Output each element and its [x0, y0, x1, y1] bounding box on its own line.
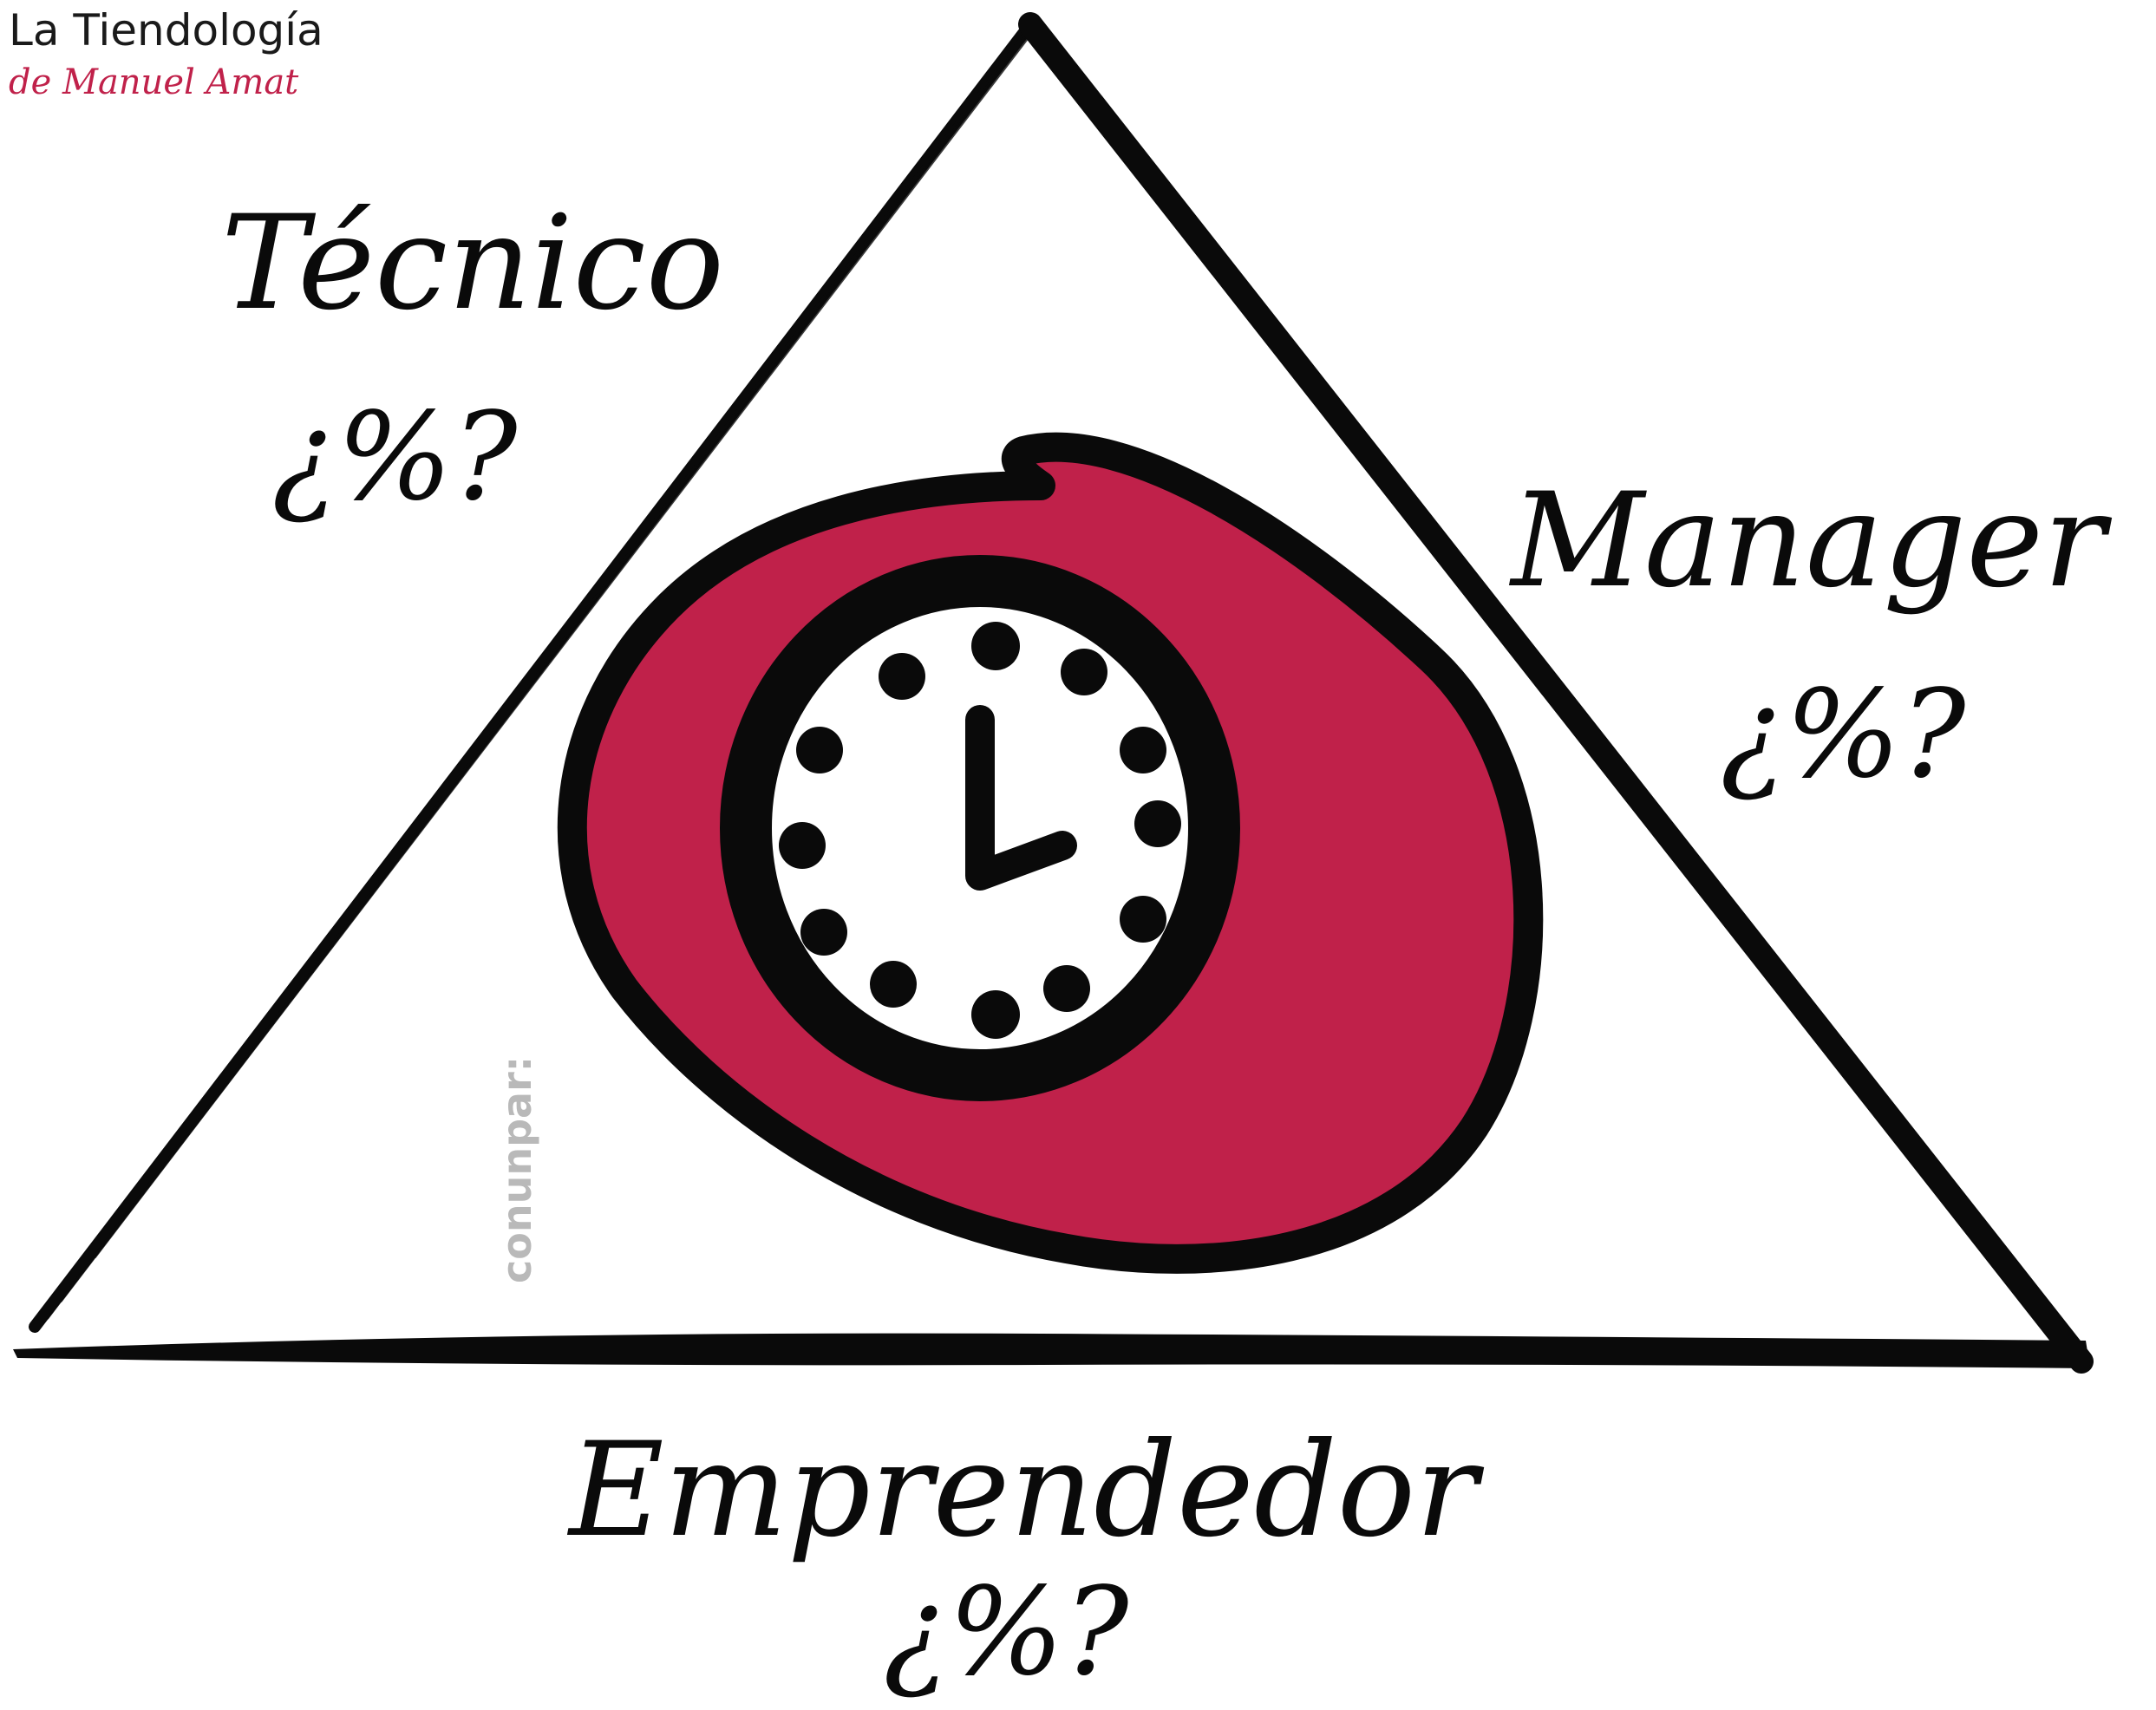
watermark-text: conunpar:	[493, 1056, 540, 1283]
role-manager-name: Manager	[1508, 466, 2113, 617]
brand-logo: La Tiendología de Manuel Amat	[9, 5, 323, 102]
role-tecnico: Técnico ¿%?	[221, 188, 724, 528]
role-manager: Manager ¿%?	[1508, 466, 2113, 806]
brand-subtitle: de Manuel Amat	[9, 62, 299, 102]
role-tecnico-share: ¿%?	[271, 387, 518, 528]
role-tecnico-name: Técnico	[221, 188, 724, 339]
triangle-outline	[13, 12, 2094, 1374]
clock-hour-dots	[779, 622, 1181, 1039]
clock-icon	[557, 432, 1544, 1274]
clock-hands	[965, 705, 1077, 891]
role-manager-share: ¿%?	[1720, 664, 1966, 806]
triangle-base	[13, 1333, 2090, 1368]
role-emprendedor-share: ¿%?	[883, 1562, 1129, 1703]
role-emprendedor-name: Emprendedor	[566, 1415, 1485, 1566]
triangle-right-edge	[1018, 12, 2094, 1374]
role-emprendedor: Emprendedor ¿%?	[566, 1415, 1485, 1703]
triangle-left-edge	[29, 18, 1036, 1333]
brand-title: La Tiendología	[9, 5, 323, 55]
